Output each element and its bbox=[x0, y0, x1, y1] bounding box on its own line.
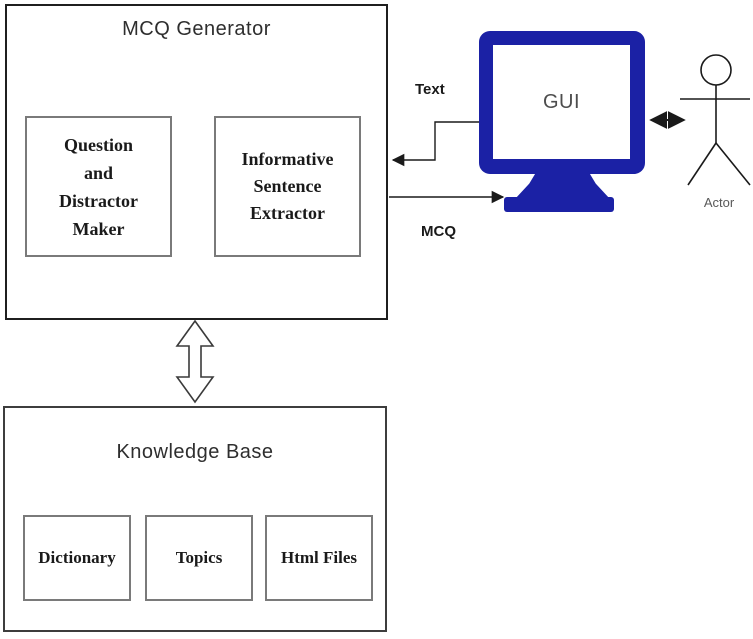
mcq-flow-label: MCQ bbox=[421, 223, 456, 240]
informative-sentence-extractor-label: Informative Sentence Extractor bbox=[241, 149, 334, 223]
topics-box: Topics bbox=[145, 515, 253, 601]
knowledge-base-box: Knowledge Base Dictionary Topics Html Fi… bbox=[3, 406, 387, 632]
actor-label: Actor bbox=[703, 195, 735, 210]
knowledge-base-title: Knowledge Base bbox=[116, 441, 274, 463]
text-arrow bbox=[391, 121, 479, 167]
actor-head bbox=[700, 54, 732, 86]
monitor-screen: GUI bbox=[493, 45, 630, 159]
mcq-generator-box: MCQ Generator Question and Distractor Ma… bbox=[5, 4, 388, 320]
gui-label: GUI bbox=[542, 90, 581, 113]
text-flow-label: Text bbox=[415, 81, 445, 98]
mcq-generator-title: MCQ Generator bbox=[122, 18, 271, 40]
html-files-box: Html Files bbox=[265, 515, 373, 601]
question-distractor-maker-box: Question and Distractor Maker bbox=[25, 116, 172, 257]
dictionary-box: Dictionary bbox=[23, 515, 131, 601]
actor-leg-right bbox=[715, 142, 751, 186]
informative-sentence-extractor-box: Informative Sentence Extractor bbox=[214, 116, 361, 257]
actor-leg-left bbox=[687, 142, 717, 186]
monitor-stand bbox=[515, 171, 610, 199]
monitor-base bbox=[504, 197, 614, 212]
actor-icon bbox=[680, 54, 751, 186]
kb-sync-arrow bbox=[175, 319, 215, 404]
question-distractor-maker-label: Question and Distractor Maker bbox=[59, 134, 138, 239]
dictionary-label: Dictionary bbox=[38, 548, 116, 567]
topics-label: Topics bbox=[175, 548, 223, 567]
html-files-label: Html Files bbox=[280, 548, 357, 567]
